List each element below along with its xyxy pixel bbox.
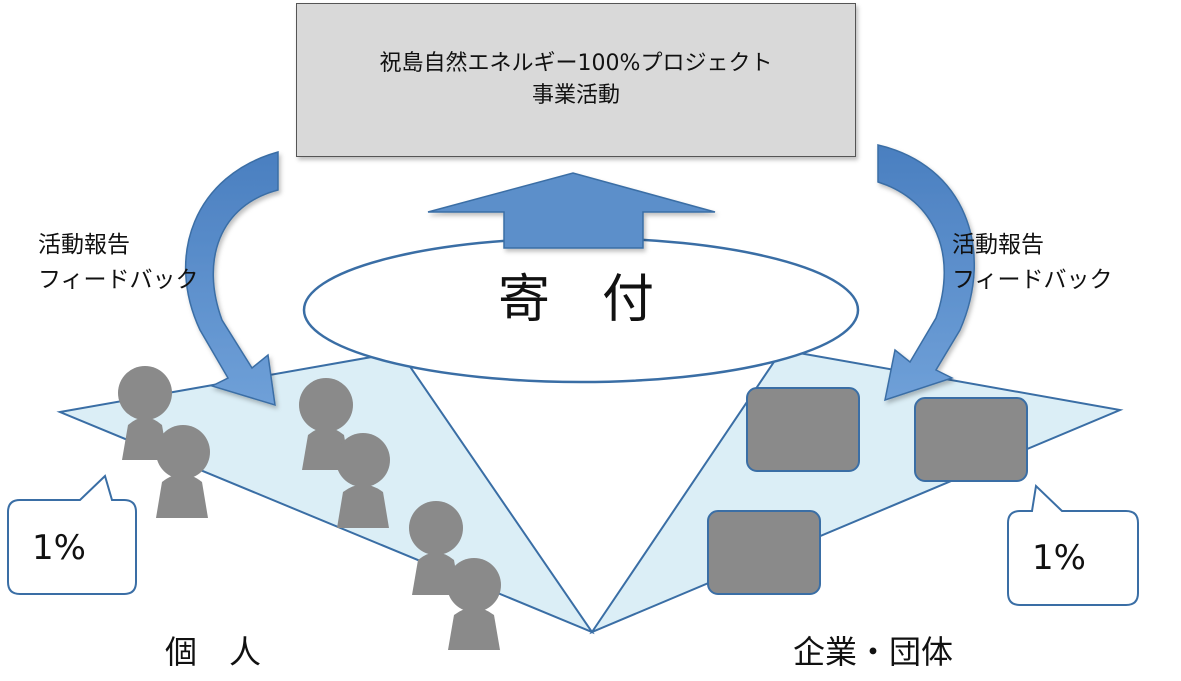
project-title-line2: 事業活動 (531, 83, 620, 108)
individuals-label: 個 人 (165, 633, 262, 671)
individuals-share-bubble (7, 474, 137, 595)
feedback-right-line1: 活動報告 (952, 232, 1044, 258)
individuals-share: 1% (32, 528, 86, 568)
person-figure (447, 558, 501, 650)
feedback-left-line1: 活動報告 (38, 232, 130, 258)
person-figure (336, 433, 390, 528)
project-title-box: 祝島自然エネルギー100%プロジェクト 事業活動 (296, 3, 856, 157)
company-box (746, 387, 860, 472)
donation-label: 寄 付 (498, 270, 655, 330)
person-figure (156, 425, 210, 518)
feedback-right-arrow (877, 144, 975, 402)
feedback-left-line2: フィードバック (38, 267, 199, 293)
donation-up-arrow (427, 172, 716, 249)
company-box (707, 510, 821, 595)
feedback-right-line2: フィードバック (952, 267, 1113, 293)
companies-share-bubble (1007, 483, 1139, 606)
feedback-left-arrow (185, 151, 279, 407)
companies-share: 1% (1032, 538, 1086, 578)
companies-label: 企業・団体 (793, 633, 954, 671)
company-box (914, 397, 1028, 482)
project-title-line1: 祝島自然エネルギー100%プロジェクト (379, 51, 773, 76)
